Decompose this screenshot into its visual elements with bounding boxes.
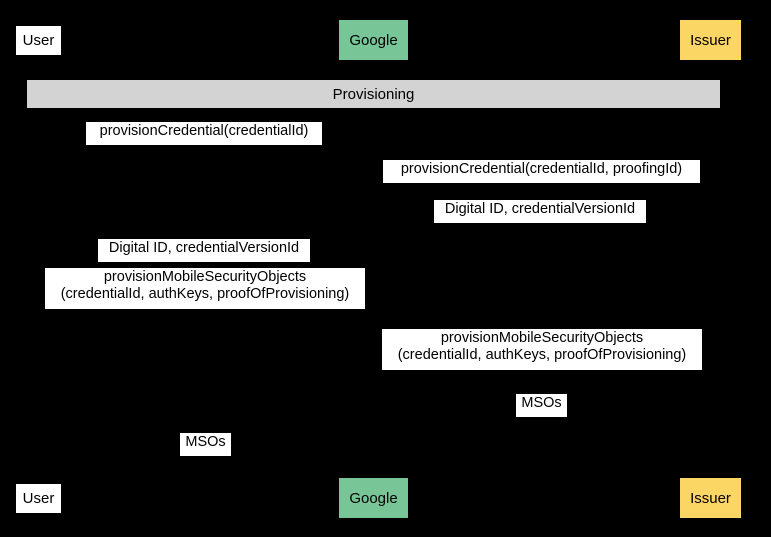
message-line: Digital ID, credentialVersionId (108, 240, 300, 256)
participant-issuer-participants_bottom[interactable]: Issuer (679, 477, 742, 519)
message-line: provisionCredential(credentialId) (99, 123, 309, 139)
message-line: MSOs (185, 434, 226, 450)
participant-google-participants_bottom[interactable]: Google (338, 477, 409, 519)
message-line: (credentialId, authKeys, proofOfProvisio… (60, 286, 350, 303)
participant-issuer-participants_top[interactable]: Issuer (679, 19, 742, 61)
participant-user-participants_top[interactable]: User (16, 26, 61, 55)
message-line: provisionCredential(credentialId, proofi… (400, 161, 683, 177)
message-label-m1: provisionCredential(credentialId) (86, 122, 322, 145)
message-label-m3: Digital ID, credentialVersionId (434, 200, 646, 223)
participant-google-participants_top[interactable]: Google (338, 19, 409, 61)
message-line: provisionMobileSecurityObjects (103, 269, 307, 285)
message-line: (credentialId, authKeys, proofOfProvisio… (397, 347, 687, 364)
message-label-m4: Digital ID, credentialVersionId (98, 239, 310, 262)
message-line: provisionMobileSecurityObjects (440, 330, 644, 346)
message-line: MSOs (521, 395, 562, 411)
fragment-label-provisioning: Provisioning (27, 80, 720, 108)
message-label-m6: provisionMobileSecurityObjects(credentia… (382, 329, 702, 370)
message-label-m2: provisionCredential(credentialId, proofi… (383, 160, 700, 183)
message-label-m7: MSOs (516, 394, 567, 417)
message-label-m8: MSOs (180, 433, 231, 456)
participant-user-participants_bottom[interactable]: User (16, 484, 61, 513)
message-line: Digital ID, credentialVersionId (444, 201, 636, 217)
message-label-m5: provisionMobileSecurityObjects(credentia… (45, 268, 365, 309)
